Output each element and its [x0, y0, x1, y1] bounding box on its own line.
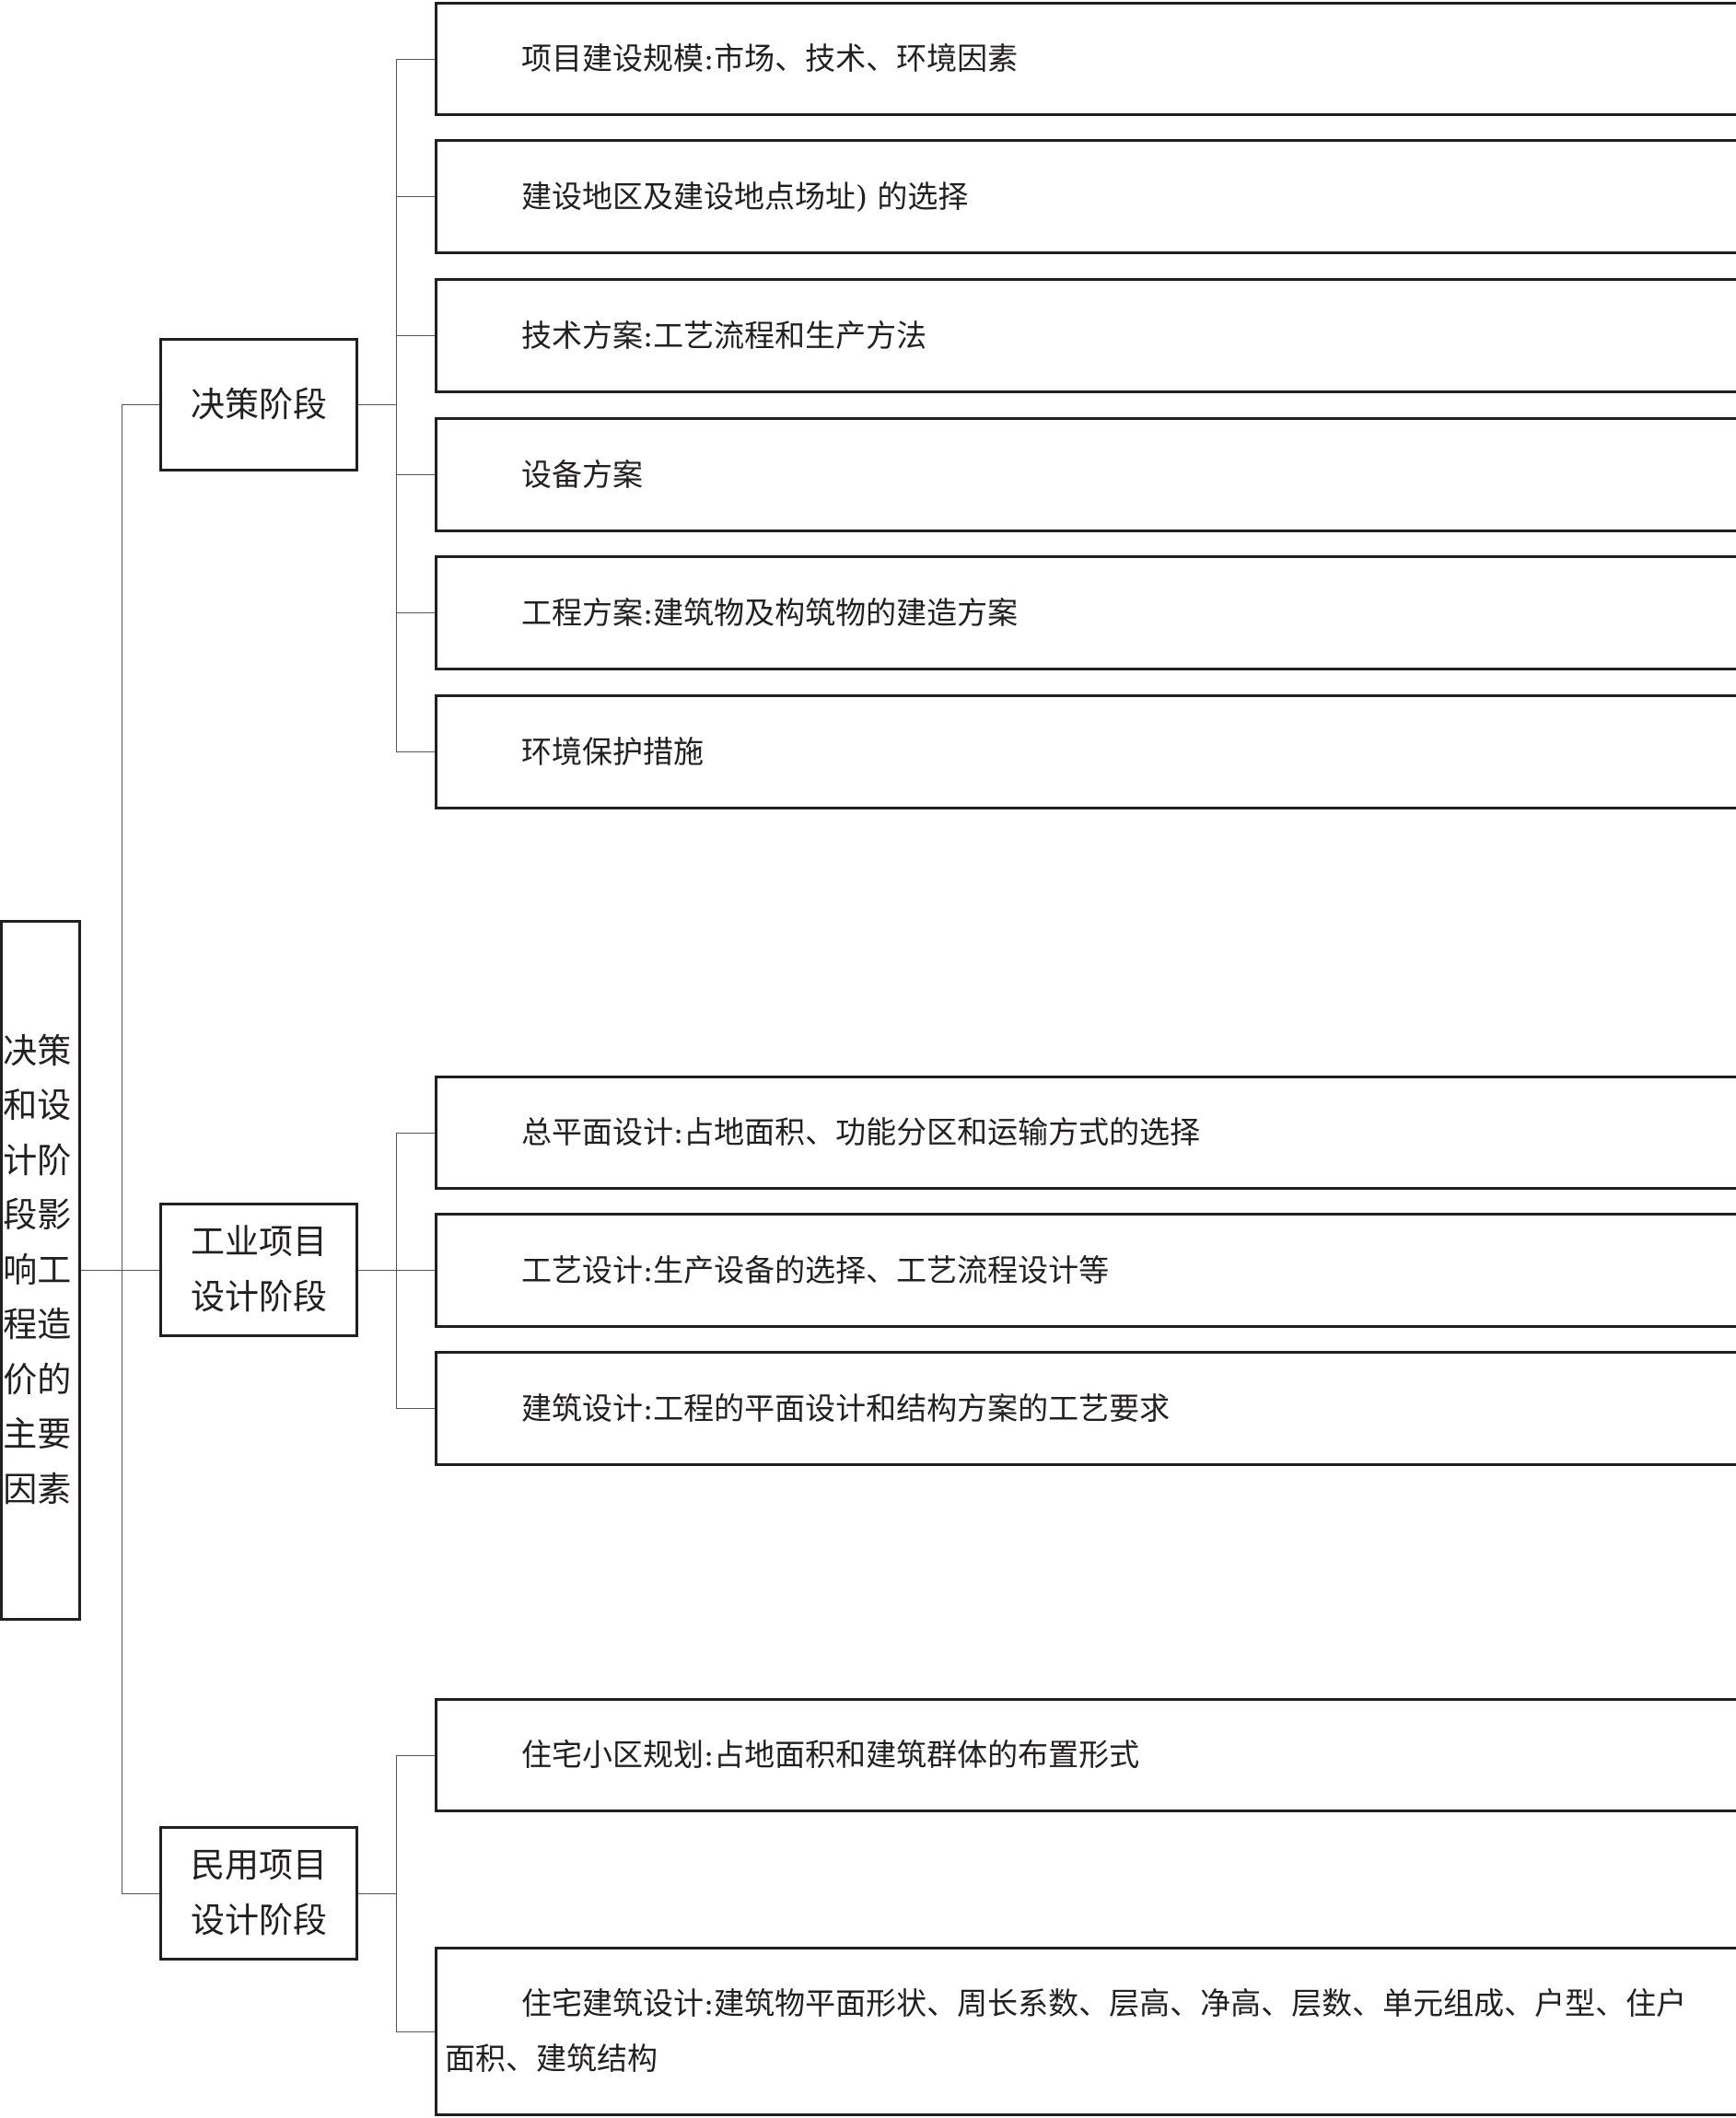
leaf-node: 工程方案:建筑物及构筑物的建造方案 [435, 555, 1736, 670]
leaf-node-text: 工艺设计:生产设备的选择、工艺流程设计等 [521, 1251, 1110, 1288]
leaf-node-text-line: 住宅建筑设计:建筑物平面形状、周长系数、层高、净高、层数、单元组成、户型、住户 [521, 1985, 1687, 2021]
leaf-node: 住宅小区规划:占地面积和建筑群体的布置形式 [435, 1698, 1736, 1812]
leaf-node-text: 设备方案 [521, 456, 643, 493]
leaf-node-text: 住宅小区规划:占地面积和建筑群体的布置形式 [521, 1737, 1140, 1773]
connector-line [396, 1270, 435, 1271]
leaf-node-text: 建筑设计:工程的平面设计和结构方案的工艺要求 [521, 1390, 1171, 1426]
leaf-node-text: 技术方案:工艺流程和生产方法 [521, 317, 927, 354]
leaf-node-text: 项目建设规模:市场、技术、环境因素 [521, 41, 1019, 76]
stage-node-label: 工业项目设计阶段 [190, 1222, 327, 1317]
stage-node-decision: 决策阶段 [159, 338, 358, 471]
leaf-node: 建设地区及建设地点场址) 的选择 [435, 139, 1736, 254]
connector-line [396, 751, 435, 752]
connector-line [396, 196, 435, 197]
connector-line [122, 1270, 159, 1271]
leaf-node-text-line: 面积、建筑结构 [445, 2041, 658, 2077]
stage-node-label: 决策阶段 [190, 384, 327, 425]
connector-line [396, 474, 435, 475]
leaf-node-text: 建设地区及建设地点场址) 的选择 [521, 178, 969, 215]
connector-line [358, 1270, 396, 1271]
leaf-node-text: 环境保护措施 [521, 733, 704, 770]
root-node: 决策和设计阶段影响工程造价的主要因素 [0, 920, 81, 1621]
leaf-node-text: 工程方案:建筑物及构筑物的建造方案 [521, 594, 1019, 631]
connector-line [81, 1270, 122, 1271]
connector-line [396, 1755, 397, 2031]
root-node-label: 决策和设计阶段影响工程造价的主要因素 [3, 1030, 72, 1509]
leaf-node: 项目建设规模:市场、技术、环境因素 [435, 2, 1736, 116]
connector-line [396, 1755, 435, 1756]
connector-line [396, 59, 435, 60]
leaf-node: 住宅建筑设计:建筑物平面形状、周长系数、层高、净高、层数、单元组成、户型、住户 … [435, 1947, 1736, 2116]
stage-node-civil-design: 民用项目设计阶段 [159, 1826, 358, 1961]
connector-line [396, 1408, 435, 1409]
connector-line [396, 59, 397, 751]
connector-line [396, 335, 435, 336]
connector-line [122, 404, 159, 405]
leaf-node-text: 总平面设计:占地面积、功能分区和运输方式的选择 [521, 1114, 1201, 1150]
stage-node-industrial-design: 工业项目设计阶段 [159, 1203, 358, 1337]
leaf-node: 设备方案 [435, 417, 1736, 532]
connector-line [358, 404, 396, 405]
leaf-node: 建筑设计:工程的平面设计和结构方案的工艺要求 [435, 1351, 1736, 1466]
leaf-node: 总平面设计:占地面积、功能分区和运输方式的选择 [435, 1076, 1736, 1190]
connector-line [396, 612, 435, 613]
connector-line [122, 1893, 159, 1894]
connector-line [396, 1133, 435, 1134]
connector-line [396, 2031, 435, 2032]
stage-node-label: 民用项目设计阶段 [190, 1845, 327, 1940]
leaf-node: 技术方案:工艺流程和生产方法 [435, 278, 1736, 393]
connector-line [358, 1893, 396, 1894]
leaf-node: 工艺设计:生产设备的选择、工艺流程设计等 [435, 1213, 1736, 1328]
leaf-node: 环境保护措施 [435, 694, 1736, 809]
